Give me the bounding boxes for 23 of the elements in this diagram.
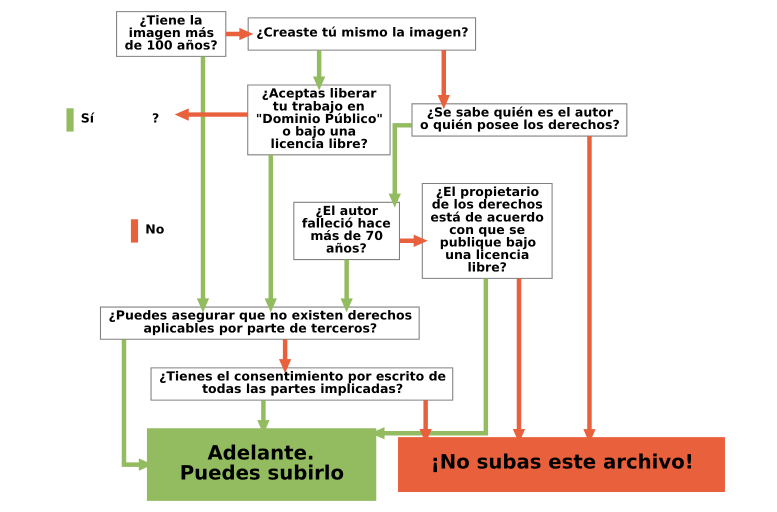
node-text: ?	[152, 110, 160, 126]
legend-label: No	[145, 221, 164, 236]
arrow	[312, 50, 326, 91]
arrow	[438, 50, 450, 110]
node-box: ¿Puedes asegurar que no existen derechos aplicables por parte de terceros?	[100, 306, 420, 340]
arrow	[196, 56, 210, 312]
arrow	[226, 28, 254, 40]
arrow	[264, 154, 277, 312]
node-box: Adelante. Puedes subirlo	[146, 428, 376, 501]
arrow	[388, 123, 412, 208]
node-box: ¿Tienes el consentimiento por escrito de todas las partes implicadas?	[150, 367, 454, 401]
node-box: ¿El propietario de los derechos está de acuerdo con que se publique bajo una licencia libre?	[422, 182, 553, 279]
node-box: ¿El autor falleció hace más de 70 años?	[293, 202, 400, 260]
legend-label: Sí	[80, 110, 94, 126]
arrow	[278, 339, 292, 374]
node-box: ¿Creaste tú mismo la imagen?	[248, 17, 476, 51]
node-box: ¿Tiene la imagen más de 100 años?	[116, 11, 226, 57]
node-box: ¡No subas este archivo!	[398, 437, 725, 492]
arrow	[174, 108, 248, 121]
arrow	[400, 234, 428, 247]
arrow	[340, 260, 353, 312]
node-box: ¿Se sabe quién es el autor o quién posee los derechos?	[411, 103, 628, 137]
node-box: ¿Aceptas liberar tu trabajo en "Dominio Público" o bajo una licencia libre?	[247, 84, 391, 156]
